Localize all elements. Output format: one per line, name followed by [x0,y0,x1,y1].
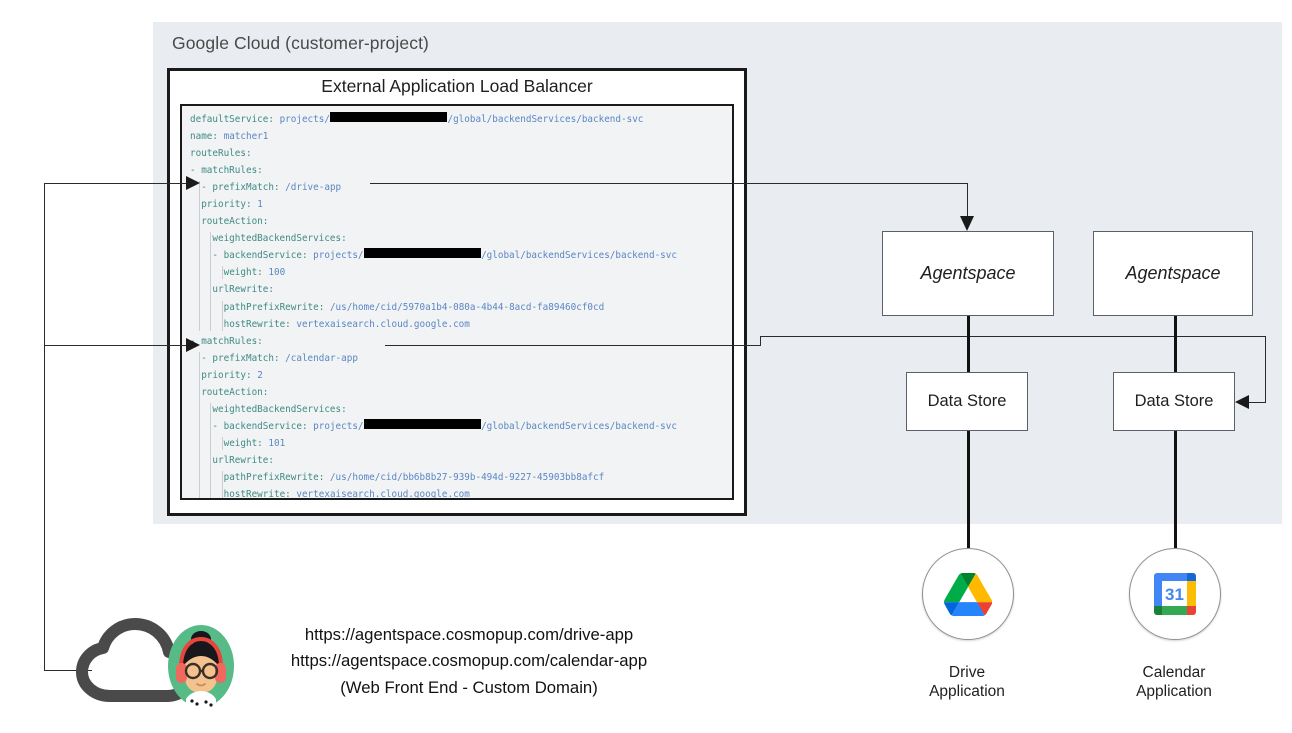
yaml-line: weight: 100 [223,267,286,279]
spine-datastore-left-to-drive-app [967,431,970,548]
yaml-line: routeAction: [201,216,269,228]
yaml-line: hostRewrite: vertexaisearch.cloud.google… [223,318,470,330]
yaml-line: pathPrefixRewrite: /us/home/cid/bb6b8b27… [223,471,605,483]
datastore-box-left[interactable]: Data Store [906,372,1028,431]
yaml-line: - matchRules: [190,165,263,177]
connector-bottom-to-cloud [44,670,92,671]
yaml-line: - matchRules: [190,335,263,347]
spine-agentspace-left-to-datastore [967,316,970,372]
drive-application-circle[interactable] [922,548,1014,640]
connector-drive-route-vertical [967,183,968,223]
spine-agentspace-right-to-datastore [1174,316,1177,372]
web-front-end-actor [72,618,252,718]
yaml-line: priority: 1 [201,199,263,211]
google-cloud-label: Google Cloud (customer-project) [172,33,429,53]
agentspace-right-label: Agentspace [1125,263,1221,283]
yaml-indent-guide [221,266,223,280]
arrowhead-calendar-prefixmatch [186,338,200,352]
yaml-line: routeRules: [190,148,252,160]
load-balancer-yaml-config: defaultService: projects/ /global/backen… [180,104,734,500]
calendar-day-number: 31 [1165,585,1184,604]
yaml-line: priority: 2 [201,369,263,381]
yaml-line: name: matcher1 [190,131,269,143]
yaml-line: routeAction: [201,386,269,398]
url-drive-app: https://agentspace.cosmopup.com/drive-ap… [304,625,634,644]
redaction-bar [363,248,482,259]
connector-calendar-route-into-datastore [1243,402,1266,403]
front-end-note: (Web Front End - Custom Domain) [340,678,598,697]
yaml-line: defaultService: projects/ /global/backen… [190,112,644,125]
yaml-line: urlRewrite: [212,284,274,296]
yaml-line: - backendService: projects/ /global/back… [212,248,677,262]
datastore-right-label: Data Store [1134,392,1214,410]
redaction-bar [329,112,448,122]
connector-left-vertical-upper [44,183,45,346]
connector-calendar-route-step-vertical [760,336,761,346]
yaml-line: weight: 101 [223,437,286,449]
connector-to-drive-prefixmatch [44,183,194,184]
connector-drive-route-horizontal [370,183,968,184]
yaml-line: weightedBackendServices: [212,403,347,415]
drive-caption-line1: Drive [948,664,986,681]
arrowhead-into-agentspace-left [960,216,974,231]
agentspace-box-left[interactable]: Agentspace [882,231,1054,316]
load-balancer-title: External Application Load Balancer [321,76,593,96]
url-calendar-app: https://agentspace.cosmopup.com/calendar… [290,651,648,670]
yaml-indent-guide [221,300,223,331]
drive-caption-line2: Application [929,683,1005,700]
yaml-line: - backendService: projects/ /global/back… [212,418,677,432]
connector-to-calendar-prefixmatch [44,345,194,346]
yaml-line: weightedBackendServices: [212,233,347,245]
user-avatar-icon [168,625,234,707]
redaction-bar [363,418,482,429]
yaml-indent-guide [199,351,201,498]
yaml-indent-guide [210,402,212,498]
yaml-line: urlRewrite: [212,454,274,466]
spine-datastore-right-to-calendar-app [1174,431,1177,548]
calendar-application-circle[interactable]: 31 [1129,548,1221,640]
datastore-box-right[interactable]: Data Store [1113,372,1235,431]
connector-calendar-route-vertical-right [1265,336,1266,402]
arrowhead-drive-prefixmatch [186,176,200,190]
yaml-indent-guide [210,232,212,331]
calendar-caption-line2: Application [1136,683,1212,700]
arrowhead-into-datastore-right [1235,395,1249,409]
yaml-line: - prefixMatch: /calendar-app [201,352,358,364]
calendar-application-caption: Calendar Application [1089,663,1259,701]
connector-left-vertical-lower [44,345,45,670]
calendar-caption-line1: Calendar [1142,664,1206,681]
yaml-indent-guide [199,181,201,331]
yaml-indent-guide [221,436,223,450]
agentspace-box-right[interactable]: Agentspace [1093,231,1253,316]
front-end-url-block: https://agentspace.cosmopup.com/drive-ap… [254,622,684,702]
yaml-line: hostRewrite: vertexaisearch.cloud.google… [223,489,470,500]
datastore-left-label: Data Store [927,392,1007,410]
yaml-code-text: defaultService: projects/ /global/backen… [190,111,677,500]
yaml-line: pathPrefixRewrite: /us/home/cid/5970a1b4… [223,301,605,313]
agentspace-left-label: Agentspace [920,263,1016,283]
yaml-indent-guide [221,471,223,498]
yaml-line: - prefixMatch: /drive-app [201,182,342,194]
drive-application-caption: Drive Application [882,663,1052,701]
connector-calendar-route-horizontal-a [385,345,760,346]
google-drive-icon [944,572,992,616]
connector-calendar-route-horizontal-b [760,336,1266,337]
google-calendar-icon: 31 [1154,573,1196,615]
